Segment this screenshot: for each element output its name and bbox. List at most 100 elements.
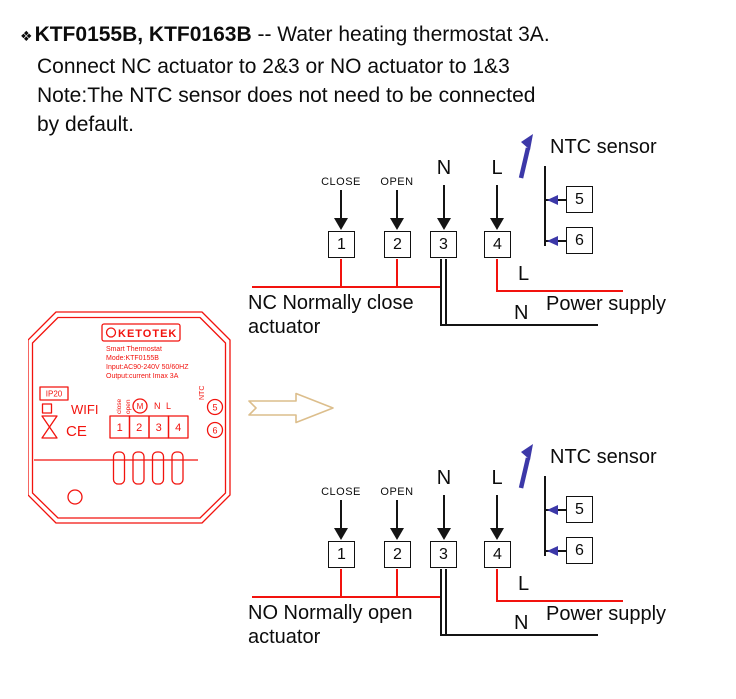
- device-terminal-4: 4: [175, 422, 181, 434]
- ntc-arrow-icon: [547, 195, 558, 205]
- l-stem-wire: [496, 185, 498, 218]
- logo-box: [101, 323, 181, 342]
- device-terminal-6: 6: [212, 426, 217, 436]
- ip20-label: IP20: [46, 390, 63, 399]
- ce-mark: CE: [66, 423, 87, 440]
- device-n-label: N: [154, 401, 161, 411]
- terminal-6: 6: [566, 227, 593, 254]
- terminal-2: 2: [384, 231, 411, 258]
- close-stem-wire: [340, 500, 342, 528]
- terminal-4: 4: [484, 541, 511, 568]
- device-info-line: Mode:KTF0155B: [106, 355, 159, 362]
- screw-hole: [67, 489, 83, 505]
- down-arrow-icon: [334, 218, 348, 230]
- close-vertical-label: close: [116, 398, 123, 414]
- probe-arrowhead: [521, 444, 533, 460]
- n-stem-wire: [443, 185, 445, 218]
- l-stem-wire: [496, 495, 498, 528]
- device-inner-outline: [31, 316, 227, 519]
- terminal-1: 1: [328, 541, 355, 568]
- device-terminal-5: 5: [212, 403, 217, 413]
- l-terminal-label: L: [491, 467, 503, 489]
- l-supply-wire: [496, 290, 623, 292]
- n-supply-wire: [440, 634, 598, 636]
- device-info-line: Input:AC90-240V 50/60HZ: [106, 364, 189, 371]
- supply-n-label: N: [514, 612, 529, 634]
- open-terminal-label: OPEN: [380, 176, 414, 188]
- close-terminal-label: CLOSE: [321, 176, 361, 188]
- terminal-5: 5: [566, 496, 593, 523]
- down-arrow-icon: [437, 218, 451, 230]
- actuator-label-line2: actuator: [248, 316, 321, 338]
- ip20-box: [39, 386, 69, 401]
- wire-slot-4: [171, 451, 184, 485]
- motor-circle-icon: [132, 398, 148, 414]
- thermostat-device-drawing: KETOTEK Smart Thermostat Mode:KTF0155B I…: [28, 311, 231, 524]
- down-arrow-icon: [437, 528, 451, 540]
- terminal-6: 6: [566, 537, 593, 564]
- terminal-4: 4: [484, 231, 511, 258]
- device-terminal-1: 1: [117, 422, 123, 434]
- actuator-drop-wire-2: [396, 569, 398, 598]
- down-arrow-icon: [490, 528, 504, 540]
- n-wire-b: [445, 259, 447, 326]
- title-line-4: by default.: [37, 113, 134, 136]
- power-supply-label: Power supply: [546, 603, 667, 625]
- ntc-terminal-circle-5: [206, 398, 224, 416]
- device-info-line: Output:current Imax 3A: [106, 373, 179, 380]
- open-stem-wire: [396, 190, 398, 218]
- device-terminal-box-4: [167, 415, 189, 439]
- close-terminal-label: CLOSE: [321, 486, 361, 498]
- device-logo-text: KETOTEK: [118, 328, 177, 340]
- ntc-trunk-wire: [544, 476, 546, 556]
- wire-slot-3: [151, 451, 165, 485]
- title-rest: -- Water heating thermostat 3A.: [251, 23, 550, 46]
- down-arrow-icon: [490, 218, 504, 230]
- terminal-5: 5: [566, 186, 593, 213]
- logo-gear-icon: [105, 327, 117, 338]
- actuator-bus-wire: [252, 596, 440, 598]
- l-drop-wire: [496, 259, 498, 292]
- model-numbers: KTF0155B, KTF0163B: [34, 23, 252, 46]
- diamond-bullet-icon: ❖: [20, 29, 33, 45]
- device-l-label: L: [166, 401, 171, 411]
- n-stem-wire: [443, 495, 445, 528]
- terminal-3: 3: [430, 231, 457, 258]
- ntc-trunk-wire: [544, 166, 546, 246]
- ntc-probe-icon: [518, 134, 533, 179]
- device-ntc-label: NTC: [199, 386, 206, 400]
- n-wire-b: [445, 569, 447, 636]
- n-terminal-label: N: [436, 157, 452, 179]
- motor-m-label: M: [137, 402, 144, 411]
- wifi-label: WIFI: [71, 402, 98, 417]
- actuator-bus-wire: [252, 286, 440, 288]
- class-ii-square-icon: [41, 403, 53, 414]
- supply-l-label: L: [518, 263, 530, 285]
- supply-l-label: L: [518, 573, 530, 595]
- actuator-drop-wire-1: [340, 569, 342, 598]
- ntc-sensor-label: NTC sensor: [550, 136, 657, 158]
- open-stem-wire: [396, 500, 398, 528]
- down-arrow-icon: [334, 528, 348, 540]
- open-vertical-label: open: [125, 399, 132, 414]
- ntc-arrow-icon: [547, 236, 558, 246]
- ntc-probe-icon: [518, 444, 533, 489]
- ntc-terminal-circle-6: [206, 421, 224, 439]
- title-line-2: Connect NC actuator to 2&3 or NO actuato…: [37, 55, 510, 78]
- n-wire-a: [440, 569, 442, 636]
- down-arrow-icon: [390, 528, 404, 540]
- no-wiring-diagram: CLOSE OPEN N L 1 2 3 4 L N Power supply …: [248, 440, 728, 658]
- supply-n-label: N: [514, 302, 529, 324]
- power-supply-label: Power supply: [546, 293, 667, 315]
- actuator-drop-wire-1: [340, 259, 342, 288]
- l-terminal-label: L: [491, 157, 503, 179]
- n-terminal-label: N: [436, 467, 452, 489]
- n-wire-a: [440, 259, 442, 326]
- title-line-3: Note:The NTC sensor does not need to be …: [37, 84, 536, 107]
- page-title: ❖KTF0155B, KTF0163B -- Water heating the…: [20, 20, 550, 139]
- ntc-sensor-label: NTC sensor: [550, 446, 657, 468]
- l-drop-wire: [496, 569, 498, 602]
- down-arrow-icon: [390, 218, 404, 230]
- terminal-3: 3: [430, 541, 457, 568]
